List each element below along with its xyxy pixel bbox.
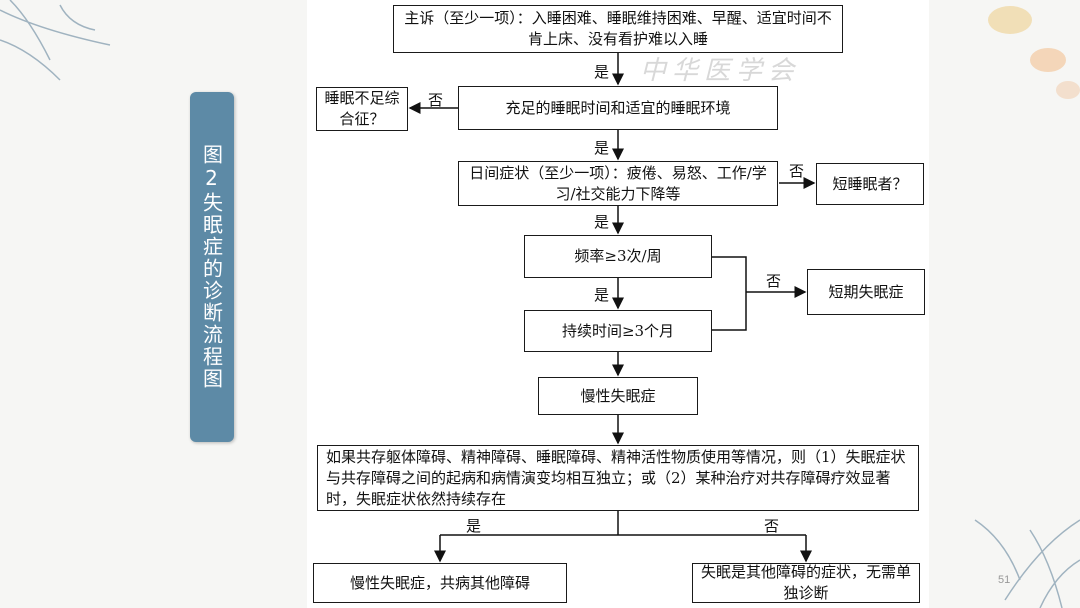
frequency-box: 频率≥3次/周	[524, 235, 712, 278]
daytime-symptoms-box: 日间症状（至少一项）：疲倦、易怒、工作/学习/社交能力下降等	[458, 161, 778, 206]
label-no-5: 否	[764, 517, 780, 535]
flower-topright-icon	[988, 6, 1080, 99]
label-yes-5: 是	[466, 517, 482, 535]
label-yes-2: 是	[594, 139, 610, 157]
short-sleeper-box: 短睡眠者？	[816, 163, 924, 205]
bracket-to-short-term	[712, 256, 747, 331]
ink-leaf-bottomright-icon	[974, 519, 1080, 608]
comorbid-result-box: 慢性失眠症，共病其他障碍	[313, 563, 567, 603]
sufficient-sleep-box: 充足的睡眠时间和适宜的睡眠环境	[458, 86, 778, 130]
vertical-title-text: 图2失眠症的诊断流程图	[199, 144, 224, 390]
label-yes-4: 是	[594, 286, 610, 304]
vertical-title-banner: 图2失眠症的诊断流程图	[190, 92, 234, 442]
chief-complaint-box: 主诉（至少一项）：入睡困难、睡眠维持困难、早醒、适宜时间不肯上床、没有看护难以入…	[393, 5, 843, 53]
page-number: 51	[998, 574, 1011, 586]
comorbid-condition-box: 如果共存躯体障碍、精神障碍、睡眠障碍、精神活性物质使用等情况，则（1）失眠症状与…	[317, 445, 919, 511]
short-term-insomnia-box: 短期失眠症	[807, 269, 925, 315]
watermark-logo: 中华医学会	[640, 56, 801, 86]
ink-leaf-topleft-icon	[0, 0, 111, 81]
symptom-result-box: 失眠是其他障碍的症状，无需单独诊断	[692, 563, 920, 603]
insufficient-sleep-syndrome-box: 睡眠不足综合征？	[316, 87, 408, 131]
label-yes-1: 是	[594, 63, 610, 81]
duration-box: 持续时间≥3个月	[524, 310, 712, 352]
chronic-insomnia-box: 慢性失眠症	[538, 377, 698, 415]
label-no-2: 否	[789, 162, 805, 180]
label-no-1: 否	[428, 91, 444, 109]
label-yes-3: 是	[594, 213, 610, 231]
label-no-3: 否	[766, 272, 782, 290]
